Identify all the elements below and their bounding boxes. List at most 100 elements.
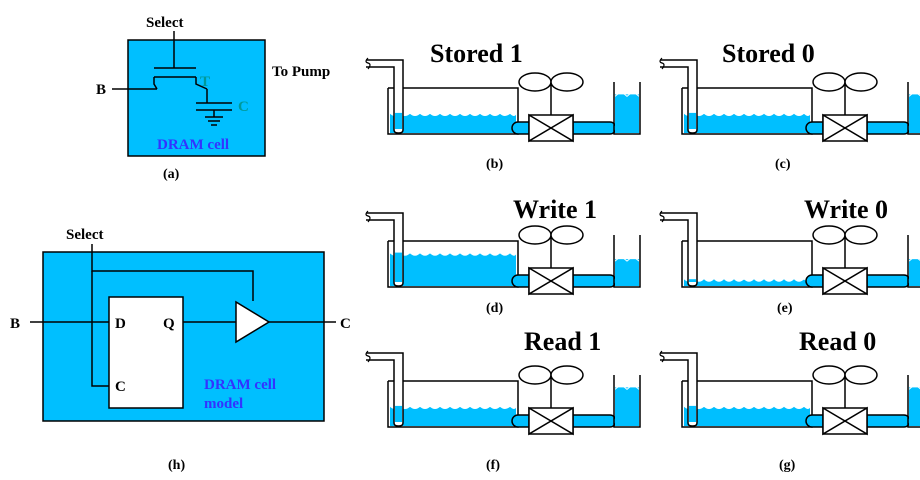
state-caption-g: (g) <box>779 458 796 473</box>
valve-handle-right-g <box>844 365 878 385</box>
state-panel-c: Stored 0 (c) <box>659 39 920 172</box>
capacitor-label: C <box>238 99 249 115</box>
cup-water-c <box>909 94 920 133</box>
cup-water-f <box>615 387 639 426</box>
clock-wire <box>91 271 109 387</box>
pipe-water-d <box>395 252 402 282</box>
transistor-drain <box>195 77 208 90</box>
tank-outline-e <box>681 240 813 288</box>
valve-handle-left-e <box>812 225 846 245</box>
state-panel-g: Read 0 (g) <box>659 327 920 473</box>
cup-water-g <box>909 387 920 426</box>
cup-wave-e <box>908 255 920 262</box>
valve-bowtie-d <box>528 266 574 296</box>
valve-bowtie-g <box>822 406 868 436</box>
cup-wave-g <box>908 383 920 390</box>
valve-handle-left-g <box>812 365 846 385</box>
dram-cell-label: DRAM cell <box>157 137 229 153</box>
q-pin-label: Q <box>163 316 175 332</box>
valve-handle-right-b <box>550 72 584 92</box>
panel-h-c-output-label: C <box>340 316 351 332</box>
pipe-water-g <box>689 405 696 422</box>
cup-wave-f <box>614 383 640 391</box>
tank-water-d <box>390 252 516 286</box>
tank-wave-g <box>683 405 811 409</box>
valve-handle-left-d <box>518 225 552 245</box>
tank-water-g <box>684 405 810 426</box>
dram-model-label-1: DRAM cell <box>204 377 276 393</box>
cup-wave-c <box>908 90 920 97</box>
panel-a: Select T C B DRAM cell (a) <box>96 15 266 182</box>
cup-wave-d <box>614 255 640 262</box>
state-panel-b: Stored 1 (b) <box>365 39 641 172</box>
tank-water-f <box>390 405 516 426</box>
state-title-c: Stored 0 <box>722 39 815 68</box>
pipe-end-c <box>659 57 665 70</box>
c-pin-label: C <box>115 379 126 395</box>
valve-bowtie-b <box>528 113 574 143</box>
panel-a-b-label: B <box>96 82 106 98</box>
transistor-label: T <box>200 74 210 90</box>
state-caption-b: (b) <box>486 157 503 172</box>
pipe-water-f <box>395 405 402 422</box>
state-panel-d: Write 1(d) <box>365 195 641 316</box>
panel-h-select-label: Select <box>66 227 103 243</box>
state-caption-d: (d) <box>486 301 503 316</box>
tank-wave-f <box>389 405 517 409</box>
valve-bowtie-f <box>528 406 574 436</box>
water-analogy-panels: Stored 1 (b) Stored 0 (c) Write 1(d) Write 0 (… <box>365 39 920 473</box>
cup-water-d <box>615 259 639 286</box>
cup-wave-b <box>614 90 640 98</box>
select-wire <box>91 244 254 301</box>
tank-wave-d <box>389 251 517 256</box>
pipe-end-f <box>365 350 371 363</box>
panel-h-b-label: B <box>10 316 20 332</box>
cup-water-e <box>909 259 920 286</box>
flip-flop-box <box>108 296 184 409</box>
tank-wave-c <box>683 112 811 116</box>
valve-handle-left-c <box>812 72 846 92</box>
tank-wave-e <box>683 272 811 280</box>
tank-water-b <box>390 112 516 133</box>
cup-outline-c <box>907 82 920 135</box>
state-panel-f: Read 1 (f) <box>365 327 641 473</box>
pump-pipe-e <box>660 212 698 287</box>
valve-handle-left-b <box>518 72 552 92</box>
tank-wave-b <box>389 112 517 116</box>
state-caption-e: (e) <box>777 301 793 316</box>
cup-outline-b <box>613 82 641 135</box>
cup-outline-d <box>613 235 641 288</box>
d-pin-label: D <box>115 316 126 332</box>
pipe-end-e <box>659 210 665 223</box>
valve-bowtie-e <box>822 266 868 296</box>
pipe-water-c <box>689 112 696 129</box>
to-pump-label: To Pump <box>272 64 330 80</box>
state-title-b: Stored 1 <box>430 39 523 68</box>
valve-handle-right-f <box>550 365 584 385</box>
pipe-end-b <box>365 57 371 70</box>
state-panel-e: Write 0 (e) <box>659 195 920 316</box>
tank-water-c <box>684 112 810 133</box>
panel-h: Select B D Q C C DRAM cell model (h) <box>10 227 351 473</box>
state-title-g: Read 0 <box>799 327 876 356</box>
valve-bowtie-c <box>822 113 868 143</box>
panel-a-caption: (a) <box>163 167 180 182</box>
pipe-end-g <box>659 350 665 363</box>
tank-water-e <box>684 279 810 286</box>
cup-outline-e <box>907 235 920 288</box>
dram-model-label-2: model <box>204 396 243 412</box>
state-caption-c: (c) <box>775 157 791 172</box>
state-title-f: Read 1 <box>524 327 601 356</box>
pipe-end-d <box>365 210 371 223</box>
state-title-e: Write 0 <box>804 195 888 224</box>
panel-a-select-label: Select <box>146 15 183 31</box>
pipe-water-b <box>395 112 402 129</box>
panel-h-caption: (h) <box>168 458 185 473</box>
valve-handle-left-f <box>518 365 552 385</box>
state-caption-f: (f) <box>486 458 500 473</box>
cup-outline-g <box>907 375 920 428</box>
transistor-source <box>153 77 158 90</box>
dram-cell-box <box>127 39 266 157</box>
